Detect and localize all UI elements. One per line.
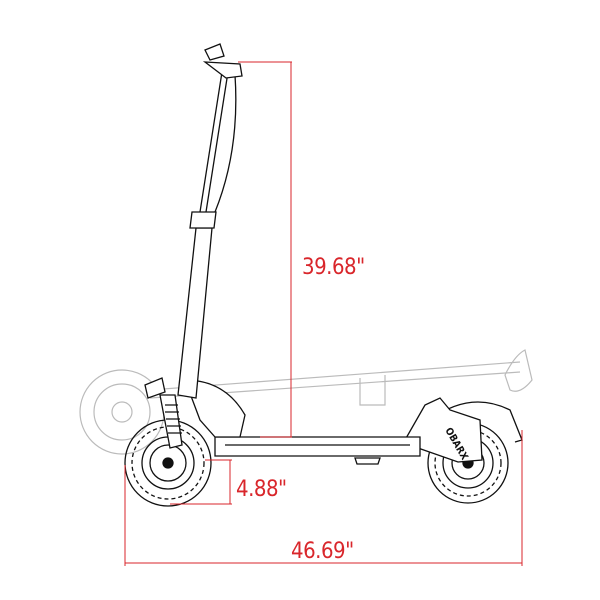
height-dimension-label: 39.68" <box>302 255 365 280</box>
clearance-dimension-line <box>170 459 232 505</box>
stem <box>177 71 237 399</box>
height-dimension-line <box>238 61 292 438</box>
length-dimension-label: 46.69" <box>291 539 354 564</box>
clearance-dimension-label: 4.88" <box>236 477 287 502</box>
rear-swingarm <box>404 397 483 463</box>
scooter-drawing: OBARX <box>124 43 523 507</box>
dimension-lines <box>124 61 523 566</box>
front-fork <box>159 394 183 449</box>
deck <box>214 436 421 457</box>
handlebar <box>202 43 243 79</box>
length-dimension-line <box>124 430 523 566</box>
